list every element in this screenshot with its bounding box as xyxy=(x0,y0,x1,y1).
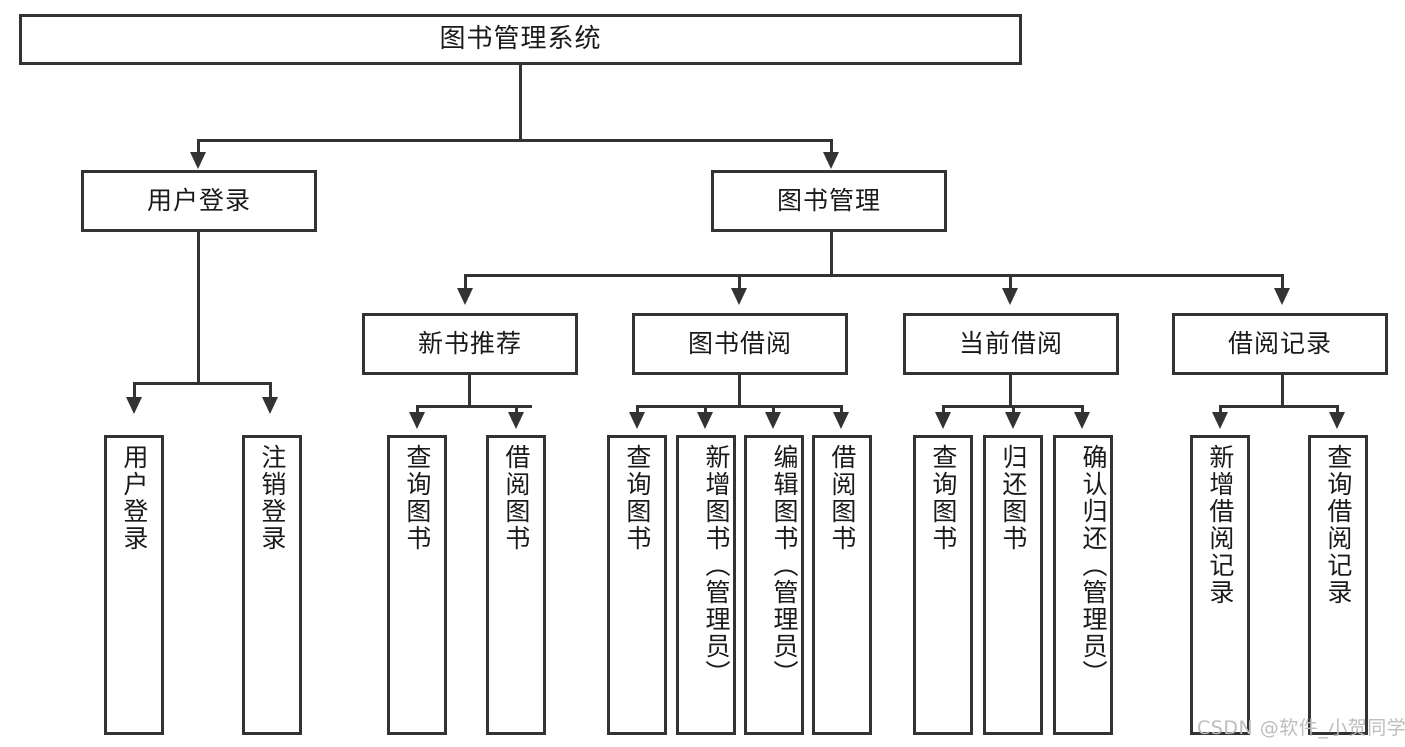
leaf-borrow-book-new-rec[interactable]: 借阅图书 xyxy=(486,435,546,735)
arrowhead-new-book-rec xyxy=(457,288,473,305)
connector-drop-nb-query xyxy=(416,405,419,417)
watermark-csdn: CSDN @软件_小贺同学 xyxy=(1197,717,1405,739)
leaf-query-book-new-rec[interactable]: 查询图书 xyxy=(387,435,447,735)
arrowhead-borrow-record xyxy=(1274,288,1290,305)
leaf-logout[interactable]: 注销登录 xyxy=(242,435,302,735)
arrowhead-bb-query-book xyxy=(629,412,645,429)
leaf-query-borrow-record[interactable]: 查询借阅记录 xyxy=(1308,435,1368,735)
node-user-login[interactable]: 用户登录 xyxy=(81,170,317,232)
connector-drop-cb-return xyxy=(1012,405,1015,417)
leaf-query-book-borrowing[interactable]: 查询图书 xyxy=(607,435,667,735)
node-book-management[interactable]: 图书管理 xyxy=(711,170,947,232)
arrowhead-nb-borrow-book xyxy=(508,412,524,429)
connector-drop-bb-query xyxy=(636,405,639,417)
arrowhead-bb-edit-book xyxy=(765,412,781,429)
connector-level1-bus xyxy=(197,139,833,142)
arrowhead-bb-borrow-book xyxy=(833,412,849,429)
arrowhead-book-borrow xyxy=(731,288,747,305)
connector-book-borrow-trunk xyxy=(738,375,741,408)
node-new-book-recommendation[interactable]: 新书推荐 xyxy=(362,313,578,375)
arrowhead-current-borrow xyxy=(1002,288,1018,305)
leaf-user-login[interactable]: 用户登录 xyxy=(104,435,164,735)
arrowhead-nb-query-book xyxy=(409,412,425,429)
leaf-query-book-current[interactable]: 查询图书 xyxy=(913,435,973,735)
connector-drop-leaf-user-login xyxy=(133,382,136,402)
connector-drop-leaf-logout xyxy=(269,382,272,402)
connector-borrow-record-trunk xyxy=(1281,375,1284,408)
connector-new-book-bus xyxy=(416,405,532,408)
connector-borrow-record-bus xyxy=(1219,405,1338,408)
connector-level2-bus xyxy=(464,274,1284,277)
arrowhead-book-mgmt xyxy=(823,152,839,169)
arrowhead-leaf-user-login xyxy=(126,397,142,414)
arrowhead-bb-add-book xyxy=(697,412,713,429)
connector-user-login-bus xyxy=(133,382,272,385)
connector-drop-bb-borrow xyxy=(840,405,843,417)
connector-drop-br-add xyxy=(1219,405,1222,417)
connector-book-mgmt-trunk xyxy=(830,232,833,277)
connector-user-login-trunk xyxy=(197,232,200,385)
connector-drop-bb-add xyxy=(704,405,707,417)
leaf-add-book-admin[interactable]: 新增图书（管理员） xyxy=(676,435,736,735)
node-current-borrowing[interactable]: 当前借阅 xyxy=(903,313,1119,375)
connector-drop-user-login xyxy=(197,139,200,159)
connector-drop-cb-query xyxy=(942,405,945,417)
leaf-edit-book-admin[interactable]: 编辑图书（管理员） xyxy=(744,435,804,735)
arrowhead-br-query-record xyxy=(1329,412,1345,429)
connector-drop-nb-borrow xyxy=(515,405,518,417)
connector-drop-current-borrow xyxy=(1009,274,1012,296)
node-borrowing-records[interactable]: 借阅记录 xyxy=(1172,313,1388,375)
connector-drop-new-book xyxy=(464,274,467,296)
connector-current-borrow-trunk xyxy=(1009,375,1012,408)
arrowhead-user-login xyxy=(190,152,206,169)
connector-drop-book-mgmt xyxy=(830,139,833,159)
leaf-add-borrow-record[interactable]: 新增借阅记录 xyxy=(1190,435,1250,735)
connector-drop-cb-confirm xyxy=(1081,405,1084,417)
connector-book-borrow-bus xyxy=(636,405,843,408)
arrowhead-leaf-logout xyxy=(262,397,278,414)
leaf-return-book[interactable]: 归还图书 xyxy=(983,435,1043,735)
arrowhead-cb-confirm-return xyxy=(1074,412,1090,429)
connector-drop-book-borrow xyxy=(738,274,741,296)
node-book-borrowing[interactable]: 图书借阅 xyxy=(632,313,848,375)
connector-new-book-trunk xyxy=(468,375,471,408)
node-root-library-system[interactable]: 图书管理系统 xyxy=(19,14,1022,65)
leaf-confirm-return-admin[interactable]: 确认归还（管理员） xyxy=(1053,435,1113,735)
connector-drop-borrow-record xyxy=(1281,274,1284,296)
connector-drop-br-query xyxy=(1336,405,1339,417)
arrowhead-cb-query-book xyxy=(935,412,951,429)
arrowhead-br-add-record xyxy=(1212,412,1228,429)
connector-drop-bb-edit xyxy=(772,405,775,417)
leaf-borrow-book-borrowing[interactable]: 借阅图书 xyxy=(812,435,872,735)
connector-root-trunk xyxy=(519,65,522,141)
arrowhead-cb-return-book xyxy=(1005,412,1021,429)
